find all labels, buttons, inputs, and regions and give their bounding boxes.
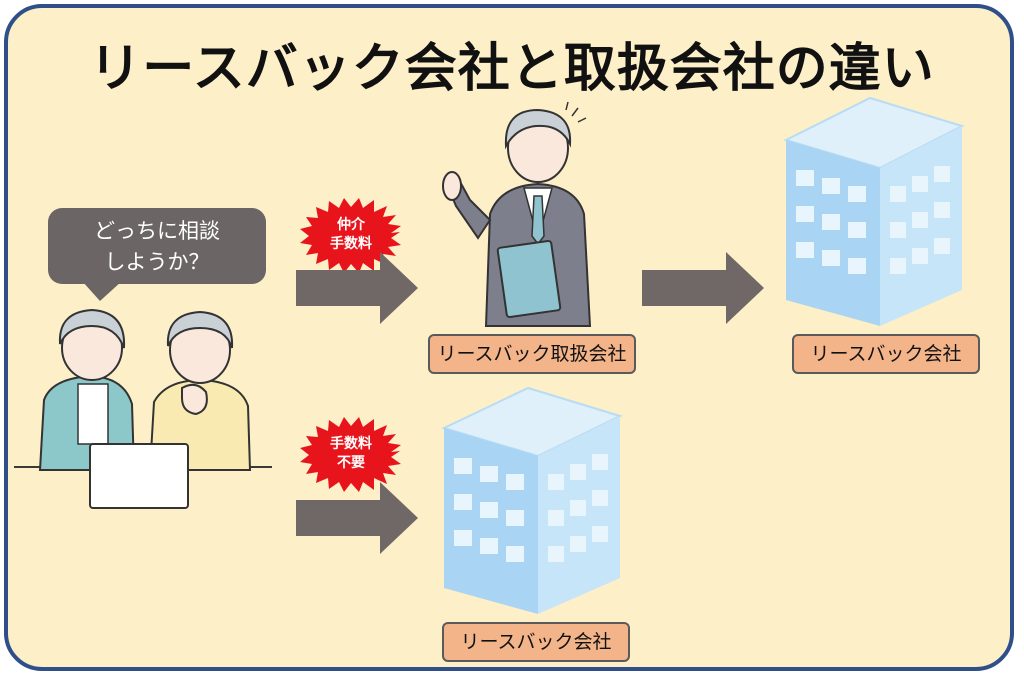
badge-top-text: 仲介 手数料 [330,217,372,252]
bubble-line-1: どっちに相談 [94,219,220,243]
badge-top [300,198,401,273]
label-company-bottom: リースバック会社 [442,622,630,662]
arrow-broker-to-company [642,252,764,324]
badge-bottom [300,417,401,492]
arrow-to-broker [296,252,418,324]
couple-illustration [14,308,272,509]
diagram-title: リースバック会社と取扱会社の違い [89,39,935,99]
speech-bubble: どっちに相談 しようか？ [48,208,266,284]
badge-bottom-text: 手数料 不要 [330,436,372,471]
broker-illustration [442,101,592,327]
building-bottom-center [441,386,623,614]
arrow-to-company [296,482,418,554]
label-broker: リースバック取扱会社 [428,334,636,374]
speech-bubble-tail [82,281,122,301]
bubble-line-2: しようか？ [104,250,210,274]
building-top-right [783,96,965,326]
label-company-top: リースバック会社 [792,334,980,374]
